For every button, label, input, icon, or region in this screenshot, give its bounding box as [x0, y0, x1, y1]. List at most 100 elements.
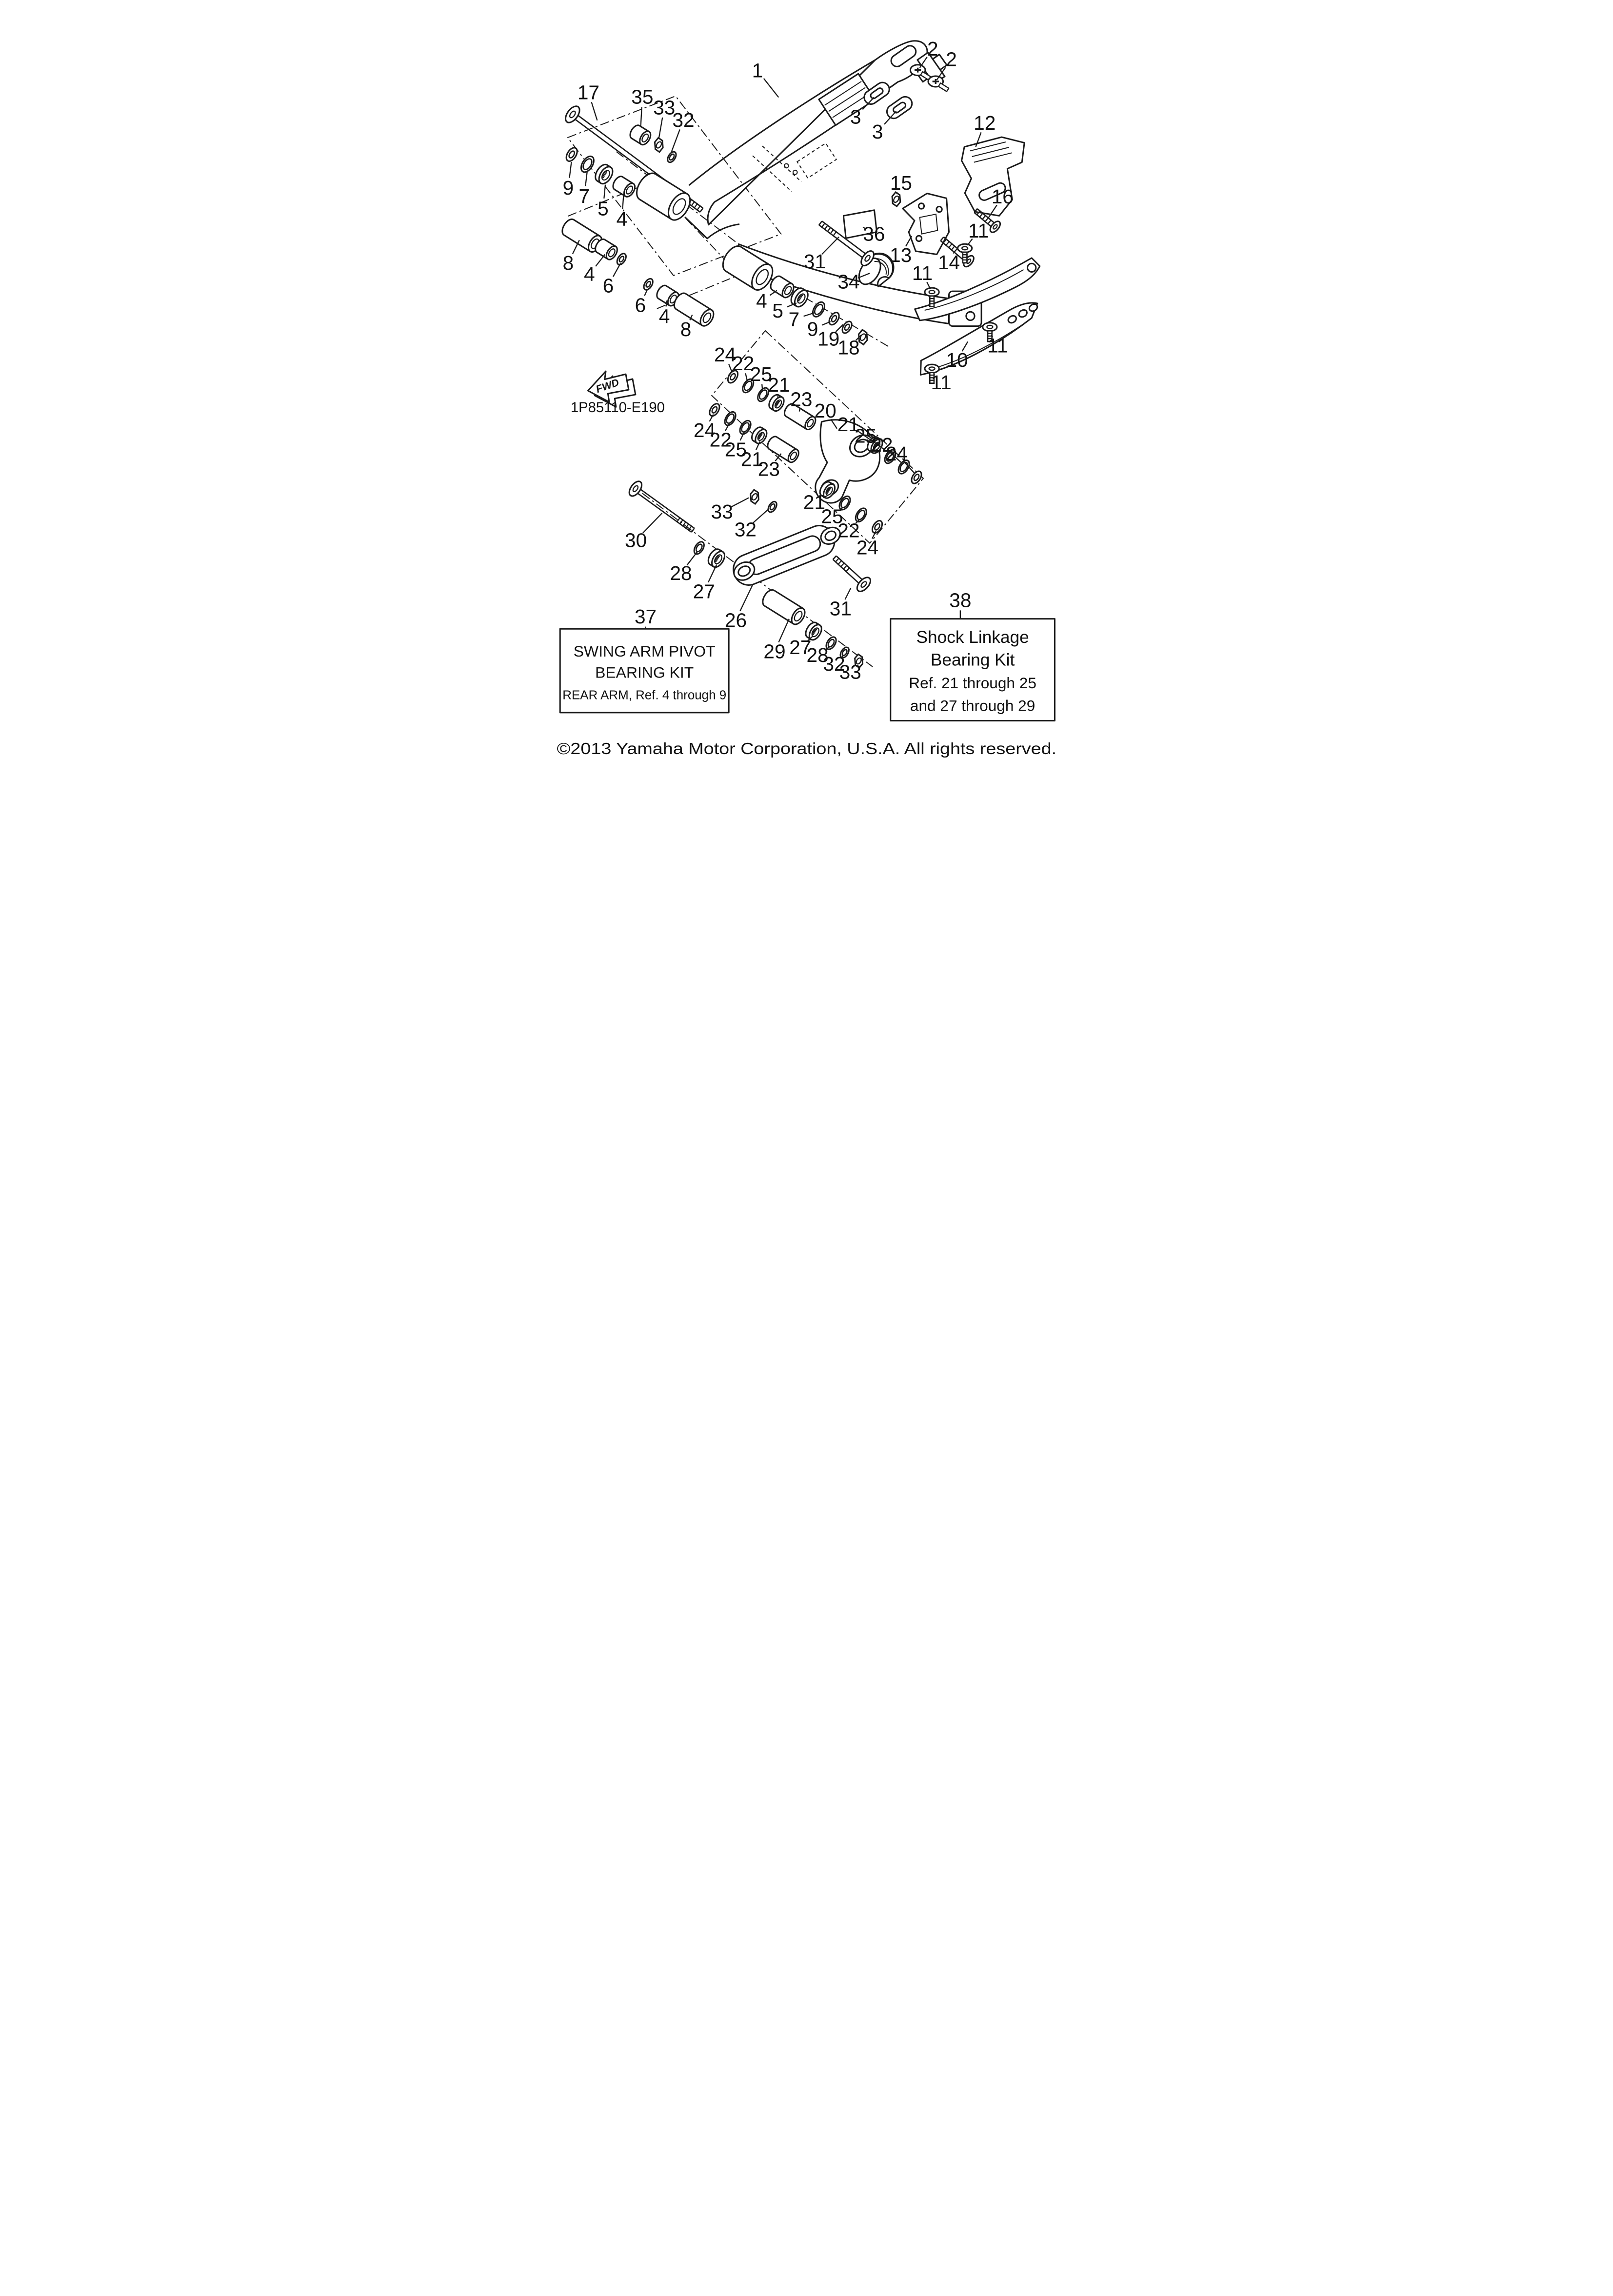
leader-line-16 — [987, 204, 997, 219]
leader-line-2 — [936, 67, 946, 80]
leader-line-7 — [803, 312, 815, 317]
leader-line-13 — [905, 236, 912, 247]
part-label-2: 2 — [946, 48, 957, 70]
washer-24 — [727, 370, 738, 384]
kit-box-38: Shock Linkage Bearing Kit Ref. 21 throug… — [889, 618, 1055, 722]
part-label-28: 28 — [806, 644, 828, 666]
swingarm-pivot-boss — [636, 172, 691, 221]
connecting-rod — [732, 525, 841, 586]
part-label-5: 5 — [597, 197, 609, 220]
part-label-21: 21 — [803, 491, 825, 513]
chain-guide — [960, 136, 1025, 217]
part-label-19: 19 — [817, 328, 839, 350]
leader-line-17 — [591, 101, 598, 121]
leader-line-29 — [777, 619, 790, 643]
part-label-22: 22 — [837, 519, 859, 542]
leader-line-5 — [786, 302, 797, 308]
hidden-detail — [796, 142, 837, 179]
kit38-line1: Shock Linkage — [916, 628, 1029, 647]
part-label-26: 26 — [724, 609, 746, 631]
washer-28 — [693, 541, 705, 555]
part-label-23: 23 — [790, 388, 812, 410]
part-label-1: 1 — [752, 60, 763, 82]
kit38-line2: Bearing Kit — [930, 650, 1015, 669]
part-label-11: 11 — [912, 262, 932, 284]
oil-seal-7 — [812, 301, 825, 318]
leader-line-35 — [639, 107, 642, 128]
part-label-27: 27 — [693, 580, 715, 602]
screw-2 — [909, 64, 932, 81]
diagram-sheet: FWD 1P85110-E190 SWING ARM PIVOT BEARING… — [538, 0, 1075, 764]
part-label-24: 24 — [714, 343, 736, 366]
kit37-line2: BEARING KIT — [595, 664, 694, 681]
kit38-line4: and 27 through 29 — [910, 697, 1035, 715]
leader-line-9 — [821, 321, 831, 326]
bearing-5 — [594, 163, 613, 185]
part-label-4: 4 — [756, 290, 767, 312]
seal-22 — [724, 411, 737, 426]
leader-line-6 — [643, 289, 648, 297]
leader-line-11 — [991, 334, 993, 338]
leader-line-21 — [777, 395, 778, 399]
leader-line-22 — [744, 373, 748, 380]
bolt-30 — [628, 480, 695, 533]
part-label-3: 3 — [872, 120, 883, 143]
part-label-29: 29 — [763, 640, 785, 662]
part-label-22: 22 — [871, 434, 893, 456]
bearing-5 — [790, 287, 809, 308]
leader-line-24 — [902, 460, 915, 474]
part-label-34: 34 — [837, 270, 859, 293]
part-label-3: 3 — [850, 105, 861, 128]
part-label-4: 4 — [584, 263, 595, 285]
washer-32 — [839, 646, 850, 659]
oil-seal-7 — [580, 155, 595, 173]
leader-line-33 — [730, 497, 749, 508]
nut-33 — [654, 137, 664, 153]
nut-33 — [749, 488, 759, 505]
washer-6 — [643, 278, 654, 291]
leader-line-30 — [642, 512, 662, 534]
leader-line-9 — [568, 161, 572, 178]
washer-24 — [871, 519, 883, 534]
leader-line-4 — [595, 254, 605, 267]
part-label-27: 27 — [789, 636, 811, 659]
leader-line-33 — [658, 117, 663, 139]
part-label-35: 35 — [631, 86, 653, 108]
leader-line-32 — [752, 508, 769, 523]
chain-buffer-lower-arm — [919, 302, 1038, 376]
collar-8 — [561, 218, 602, 253]
part-label-8: 8 — [562, 252, 574, 274]
part-label-31: 31 — [829, 597, 851, 619]
leader-line-15 — [896, 192, 898, 195]
leader-line-7 — [584, 171, 588, 186]
leader-line-5 — [603, 184, 606, 199]
bushing-4 — [612, 176, 636, 198]
part-label-6: 6 — [635, 294, 646, 316]
leader-line-11 — [967, 238, 973, 246]
leader-line-26 — [739, 583, 754, 612]
leader-line-19 — [835, 324, 843, 332]
bearing-21 — [819, 481, 836, 499]
screw-11 — [923, 287, 940, 307]
leader-line-8 — [572, 240, 580, 254]
bushing-4 — [770, 275, 795, 299]
spacer-29 — [761, 589, 806, 625]
washer-9 — [828, 312, 840, 326]
part-label-18: 18 — [837, 336, 859, 359]
bushing-4 — [594, 238, 618, 260]
leader-line-28 — [825, 646, 830, 650]
nut-15 — [891, 191, 901, 208]
leader-line-28 — [686, 551, 697, 566]
leader-line-32 — [671, 129, 680, 152]
washer-24 — [708, 403, 720, 417]
part-label-7: 7 — [578, 185, 590, 207]
part-label-21: 21 — [768, 374, 790, 396]
seal-22 — [855, 507, 867, 523]
leader-line-4 — [621, 194, 624, 209]
part-label-5: 5 — [772, 299, 783, 322]
part-label-33: 33 — [839, 661, 861, 683]
seal-25 — [757, 387, 769, 402]
leader-line-21 — [856, 429, 874, 442]
part-label-15: 15 — [890, 172, 912, 194]
part-label-22: 22 — [709, 428, 731, 451]
